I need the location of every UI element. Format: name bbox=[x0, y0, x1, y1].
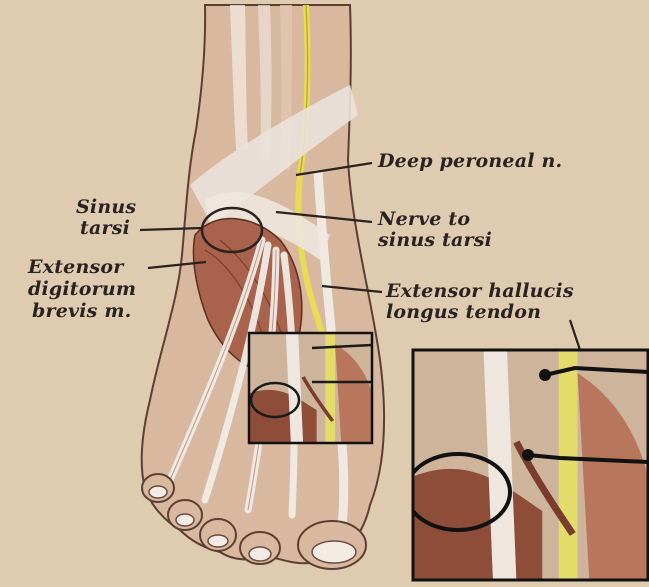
label-nerve-to-line1: Nerve to bbox=[378, 210, 470, 229]
detail-inset-zoom bbox=[406, 350, 648, 580]
label-ehl-line1: Extensor hallucis bbox=[386, 282, 574, 301]
label-edb-line3: brevis m. bbox=[32, 302, 131, 321]
detail-inset-small bbox=[249, 333, 372, 443]
label-edb-line2: digitorum bbox=[28, 280, 136, 299]
label-ehl-line2: longus tendon bbox=[386, 303, 541, 322]
label-nerve-to-line2: sinus tarsi bbox=[378, 231, 492, 250]
label-edb-line1: Extensor bbox=[28, 258, 123, 277]
label-deep-peroneal: Deep peroneal n. bbox=[378, 152, 562, 171]
label-sinus-tarsi-line2: tarsi bbox=[80, 219, 130, 238]
label-sinus-tarsi-line1: Sinus bbox=[76, 198, 136, 217]
